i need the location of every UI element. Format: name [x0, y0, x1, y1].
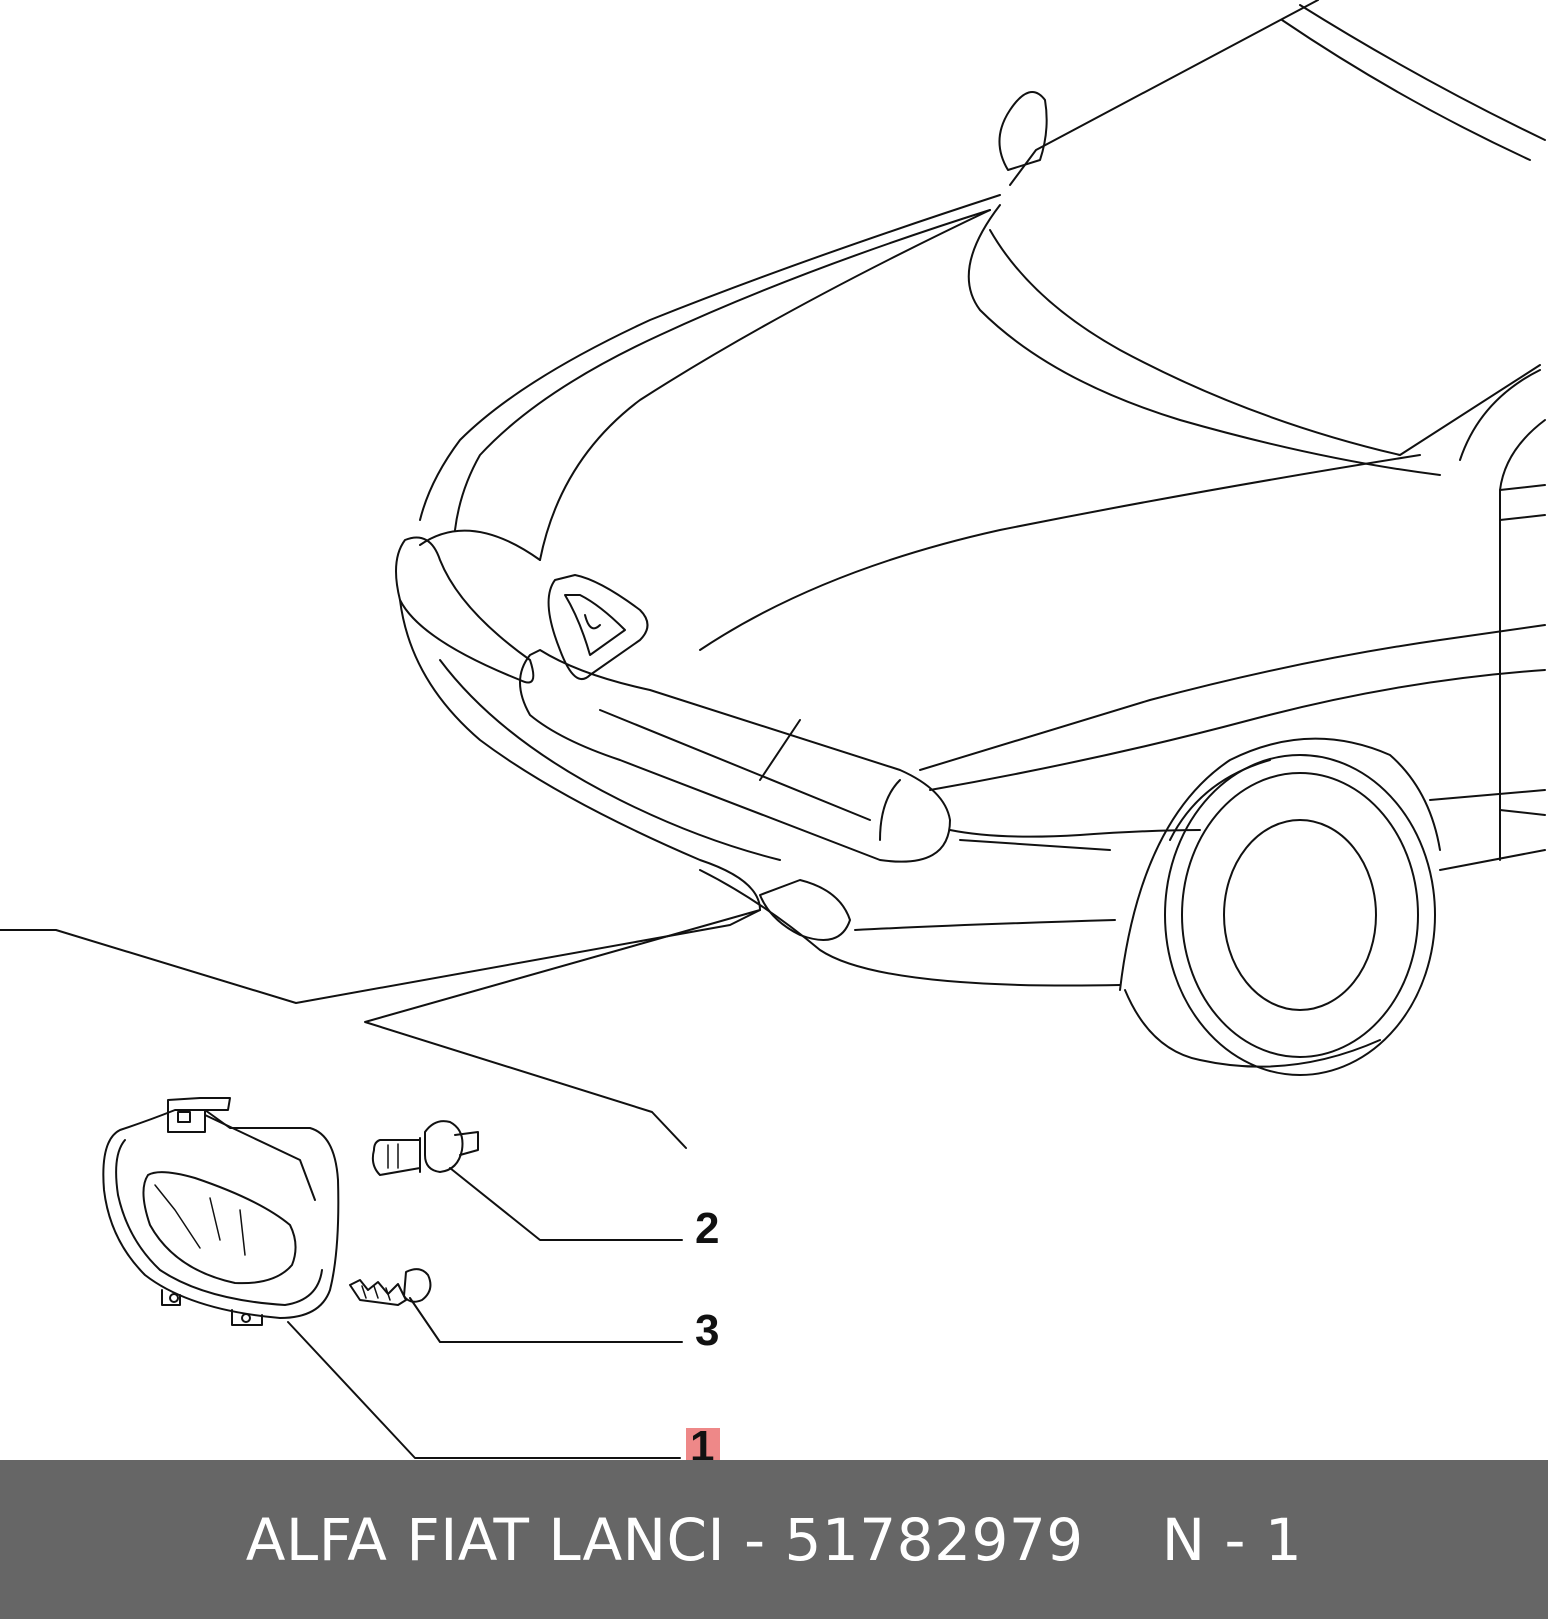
- callout-1-highlight: [686, 1428, 720, 1460]
- footer-bar: ALFA FIAT LANCI - 51782979 N - 1: [0, 1460, 1548, 1619]
- bulb-part: [371, 1120, 479, 1176]
- callout-leaders: [287, 1167, 683, 1459]
- screw-part: [349, 1268, 432, 1306]
- quantity-text: N - 1: [1161, 1505, 1303, 1574]
- leader-lines: [0, 909, 761, 1149]
- fog-lamp-part: [102, 1097, 340, 1326]
- car-outline: [395, 0, 1546, 1076]
- callout-3-label: 3: [695, 1306, 719, 1355]
- parts-diagram: 2 3 1: [0, 0, 1546, 1460]
- callout-2-label: 2: [695, 1204, 719, 1253]
- part-number-text: ALFA FIAT LANCI - 51782979: [245, 1505, 1084, 1574]
- callout-1-label: 1: [690, 1422, 714, 1460]
